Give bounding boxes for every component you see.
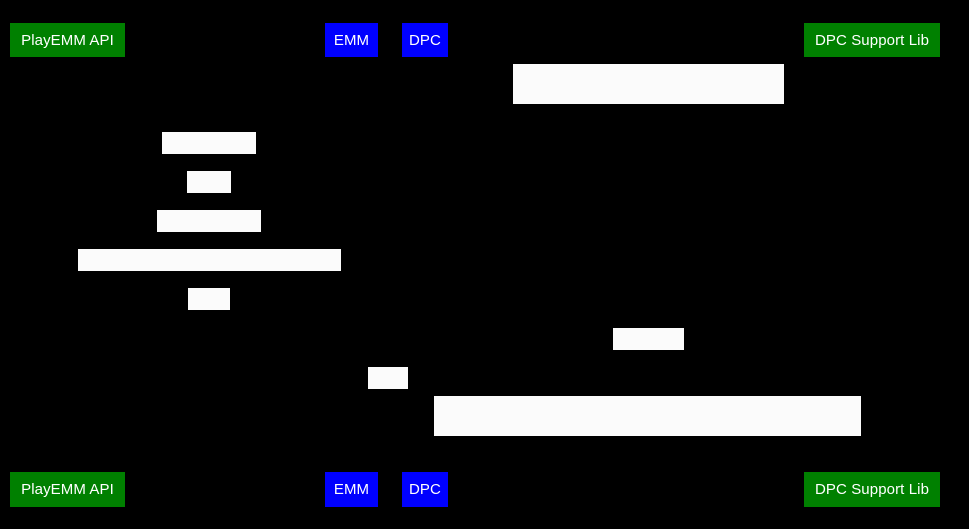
message-text: userID xyxy=(205,192,248,208)
participant-label: EMM xyxy=(333,31,370,49)
message-text: users.generateAuthenticationToken() xyxy=(99,270,337,286)
participant-foot-dpc-support-lib[interactable]: DPC Support Lib xyxy=(804,472,940,507)
message-text: callback() xyxy=(631,349,694,365)
message-callback: callback() xyxy=(613,328,693,365)
message-text: users.update() xyxy=(175,231,269,247)
participant-label: PlayEMM API xyxy=(21,31,114,49)
participant-head-emm[interactable]: EMM xyxy=(325,23,378,57)
message-line-2: .addAndroidForWorkAccount(token, account… xyxy=(453,493,842,509)
participant-label: EMM xyxy=(333,481,370,498)
message-line-2: .ensureWorkingEnvironment(callback) xyxy=(526,161,771,177)
message-text: token xyxy=(386,388,422,404)
participant-foot-dpc[interactable]: DPC xyxy=(402,472,448,507)
message-line-1: androidForWorkAccountSupport xyxy=(544,436,751,452)
message-users-insert: users.insert() xyxy=(162,132,265,169)
message-user-id: userID xyxy=(187,171,248,208)
message-text: users.insert() xyxy=(180,153,265,169)
message-ensure-working-environment: androidForWorkAccountSupport .ensureWork… xyxy=(513,64,784,177)
participant-label: DPC Support Lib xyxy=(814,31,930,49)
participant-label: PlayEMM API xyxy=(21,481,114,498)
message-text: token xyxy=(206,309,242,325)
message-add-android-for-work-account: androidForWorkAccountSupport .addAndroid… xyxy=(434,396,861,509)
message-users-generate-authentication-token: users.generateAuthenticationToken() xyxy=(78,249,341,286)
message-token-to-emm: token xyxy=(188,288,242,325)
participant-label: DPC Support Lib xyxy=(814,481,930,498)
message-line-1: androidForWorkAccountSupport xyxy=(545,104,752,120)
participant-head-dpc[interactable]: DPC xyxy=(402,23,448,57)
message-users-update: users.update() xyxy=(157,210,269,247)
participant-foot-emm[interactable]: EMM xyxy=(325,472,378,507)
participant-foot-playemm-api[interactable]: PlayEMM API xyxy=(10,472,125,507)
participant-head-dpc-support-lib[interactable]: DPC Support Lib xyxy=(804,23,940,57)
message-token-to-dpc: token xyxy=(368,367,422,404)
participant-head-playemm-api[interactable]: PlayEMM API xyxy=(10,23,125,57)
participant-label: DPC xyxy=(409,481,441,498)
participant-label: DPC xyxy=(409,31,441,49)
